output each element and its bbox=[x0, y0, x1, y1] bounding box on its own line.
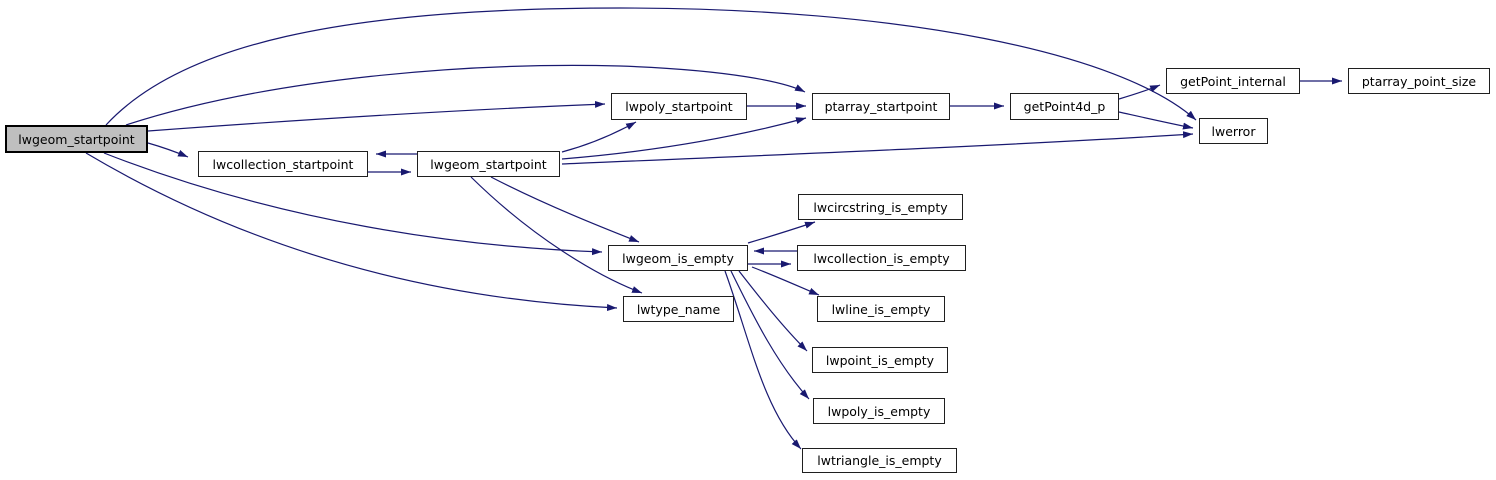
node-lwgeom-startpoint[interactable]: lwgeom_startpoint bbox=[417, 151, 560, 177]
node-lwgeom-startpoint-main[interactable]: lwgeom_startpoint bbox=[5, 125, 148, 153]
edge-lwgeom-startpoint-to-lwtype-name bbox=[470, 176, 643, 294]
node-label: ptarray_point_size bbox=[1361, 73, 1477, 89]
edge-main-to-lwtype-name bbox=[85, 152, 618, 312]
edge-getpoint4d-p-to-getpoint-internal bbox=[1118, 84, 1161, 100]
edge-lwgeom-is-empty-to-lwtriangle-is-empty bbox=[724, 270, 802, 450]
node-lwpoly-startpoint[interactable]: lwpoly_startpoint bbox=[611, 93, 747, 120]
edge-lwgeom-startpoint-to-lwerror bbox=[561, 131, 1194, 165]
node-label: lwtype_name bbox=[636, 301, 721, 317]
edge-main-to-ptarray-startpoint bbox=[125, 64, 806, 126]
edge-main-to-lwcollection-startpoint bbox=[147, 142, 189, 158]
node-getpoint-internal[interactable]: getPoint_internal bbox=[1166, 68, 1300, 94]
edge-lwgeom-startpoint-to-lwpoly-startpoint bbox=[561, 121, 637, 153]
node-label: lwpoint_is_empty bbox=[825, 352, 935, 368]
edge-main-to-lwerror bbox=[105, 7, 1197, 126]
edge-getpoint4d-p-to-lwerror bbox=[1118, 111, 1194, 130]
edge-lwgeom-is-empty-to-lwpoint-is-empty bbox=[738, 270, 808, 352]
edge-lwgeom-startpoint-to-lwgeom-is-empty bbox=[490, 176, 640, 243]
edge-lwgeom-startpoint-to-ptarray-startpoint bbox=[561, 117, 807, 160]
node-lwerror[interactable]: lwerror bbox=[1199, 118, 1268, 144]
edge-main-to-lwpoly-startpoint bbox=[147, 100, 606, 132]
node-lwpoint-is-empty[interactable]: lwpoint_is_empty bbox=[812, 347, 948, 373]
node-lwpoly-is-empty[interactable]: lwpoly_is_empty bbox=[813, 398, 945, 424]
node-label: lwgeom_startpoint bbox=[430, 156, 547, 172]
edge-main-to-lwgeom-is-empty bbox=[103, 152, 603, 256]
node-label: lwpoly_is_empty bbox=[827, 403, 931, 419]
node-label: lwtriangle_is_empty bbox=[817, 453, 942, 468]
node-label: getPoint_internal bbox=[1180, 73, 1286, 89]
node-label: lwcollection_is_empty bbox=[813, 250, 950, 266]
node-getpoint4d-p[interactable]: getPoint4d_p bbox=[1010, 93, 1119, 120]
node-label: lwpoly_startpoint bbox=[625, 99, 733, 114]
edge-lwgeom-is-empty-to-lwcircstring-is-empty bbox=[747, 221, 816, 244]
node-ptarray-startpoint[interactable]: ptarray_startpoint bbox=[812, 93, 950, 120]
node-label: lwline_is_empty bbox=[831, 301, 931, 317]
node-ptarray-point-size[interactable]: ptarray_point_size bbox=[1348, 68, 1490, 94]
edge-lwgeom-is-empty-to-lwline-is-empty bbox=[751, 266, 820, 296]
node-lwtype-name[interactable]: lwtype_name bbox=[623, 296, 734, 322]
node-lwcollection-is-empty[interactable]: lwcollection_is_empty bbox=[797, 245, 966, 271]
node-lwgeom-is-empty[interactable]: lwgeom_is_empty bbox=[608, 245, 748, 271]
node-lwcollection-startpoint[interactable]: lwcollection_startpoint bbox=[198, 151, 368, 177]
node-label: lwerror bbox=[1211, 123, 1256, 139]
node-label: lwgeom_startpoint bbox=[18, 131, 135, 147]
node-lwline-is-empty[interactable]: lwline_is_empty bbox=[817, 296, 945, 322]
node-label: lwgeom_is_empty bbox=[622, 250, 734, 266]
node-label: lwcollection_startpoint bbox=[212, 156, 354, 172]
node-label: getPoint4d_p bbox=[1023, 99, 1106, 114]
node-label: lwcircstring_is_empty bbox=[813, 199, 948, 215]
node-lwcircstring-is-empty[interactable]: lwcircstring_is_empty bbox=[798, 194, 963, 220]
edge-lwgeom-is-empty-to-lwpoly-is-empty bbox=[730, 270, 810, 400]
node-lwtriangle-is-empty[interactable]: lwtriangle_is_empty bbox=[802, 448, 957, 473]
node-label: ptarray_startpoint bbox=[824, 99, 938, 114]
